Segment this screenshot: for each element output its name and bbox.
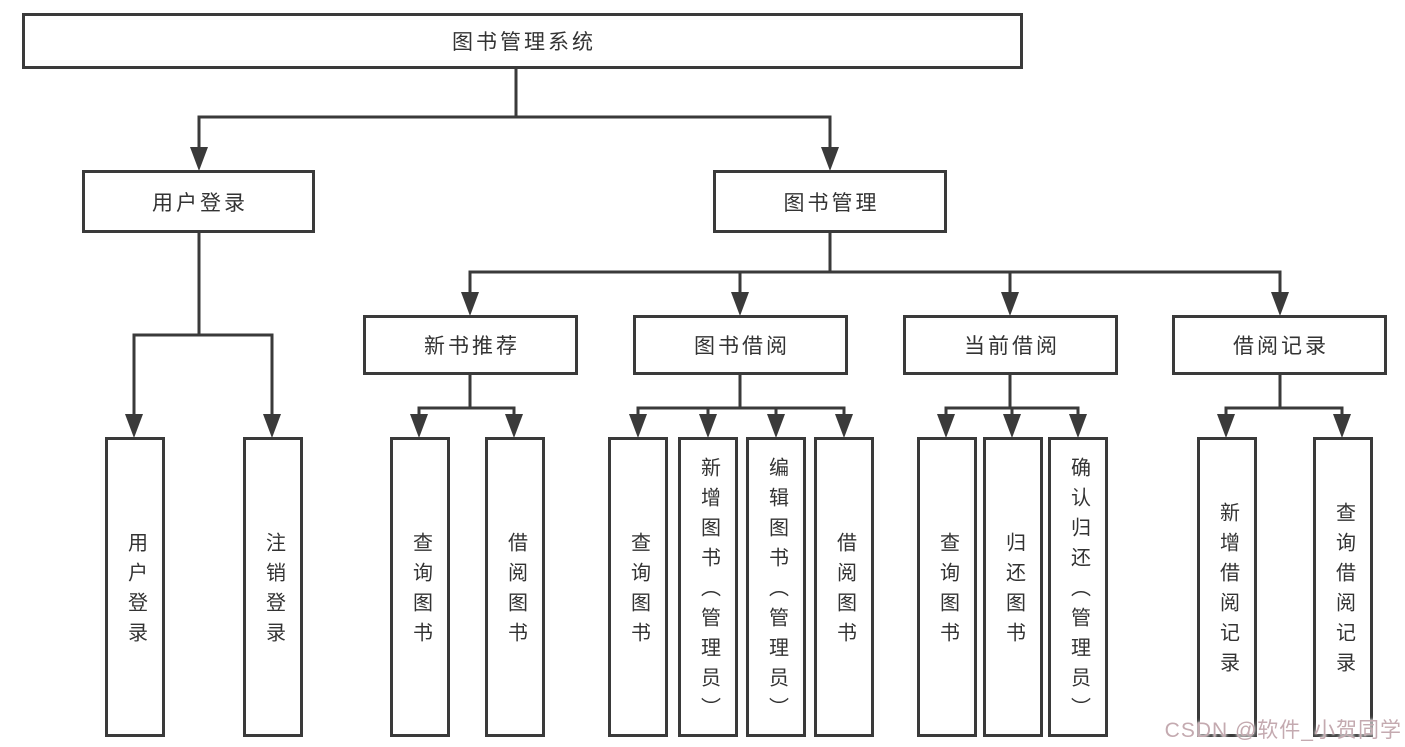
- leaf-borrowing-edit-books-admin: 编辑图书（管理员）: [746, 437, 806, 737]
- leaf-records-query-record: 查询借阅记录: [1313, 437, 1373, 737]
- node-label: 图书管理: [783, 191, 880, 215]
- node-label: 新书推荐: [424, 335, 520, 358]
- node-label: 新增借阅记录: [1216, 502, 1239, 682]
- node-label: 借阅图书: [504, 532, 527, 652]
- node-label: 用户登录: [124, 532, 147, 652]
- leaf-current-confirm-return-admin: 确认归还（管理员）: [1048, 437, 1108, 737]
- node-label: 用户登录: [152, 191, 248, 215]
- node-book-borrowing: 图书借阅: [633, 315, 848, 375]
- node-label: 图书借阅: [694, 335, 790, 358]
- node-label: 查询图书: [627, 532, 650, 652]
- node-new-book-recommend: 新书推荐: [363, 315, 578, 375]
- node-user-login: 用户登录: [82, 170, 315, 233]
- node-root: 图书管理系统: [22, 13, 1023, 69]
- node-label: 注销登录: [262, 532, 285, 652]
- leaf-borrowing-add-books-admin: 新增图书（管理员）: [678, 437, 738, 737]
- leaf-records-add-record: 新增借阅记录: [1197, 437, 1257, 737]
- node-label: 查询图书: [936, 532, 959, 652]
- node-borrowing-records: 借阅记录: [1172, 315, 1387, 375]
- leaf-logout: 注销登录: [243, 437, 303, 737]
- node-label: 编辑图书（管理员）: [765, 457, 788, 727]
- node-label: 归还图书: [1002, 532, 1025, 652]
- node-label: 查询图书: [409, 532, 432, 652]
- node-label: 新增图书（管理员）: [697, 457, 720, 727]
- csdn-watermark: CSDN @软件_小贺同学: [1164, 719, 1402, 742]
- node-label: 借阅记录: [1233, 335, 1329, 358]
- leaf-current-query-books: 查询图书: [917, 437, 977, 737]
- node-label: 确认归还（管理员）: [1067, 457, 1090, 727]
- leaf-user-login: 用户登录: [105, 437, 165, 737]
- leaf-current-return-books: 归还图书: [983, 437, 1043, 737]
- leaf-borrowing-borrow-books: 借阅图书: [814, 437, 874, 737]
- node-current-borrowing: 当前借阅: [903, 315, 1118, 375]
- node-label: 当前借阅: [964, 335, 1060, 358]
- leaf-newbooks-query-books: 查询图书: [390, 437, 450, 737]
- node-book-management: 图书管理: [713, 170, 947, 233]
- node-label: 借阅图书: [833, 532, 856, 652]
- node-label: 查询借阅记录: [1332, 502, 1355, 682]
- leaf-borrowing-query-books: 查询图书: [608, 437, 668, 737]
- leaf-newbooks-borrow-books: 借阅图书: [485, 437, 545, 737]
- node-label: 图书管理系统: [452, 31, 596, 54]
